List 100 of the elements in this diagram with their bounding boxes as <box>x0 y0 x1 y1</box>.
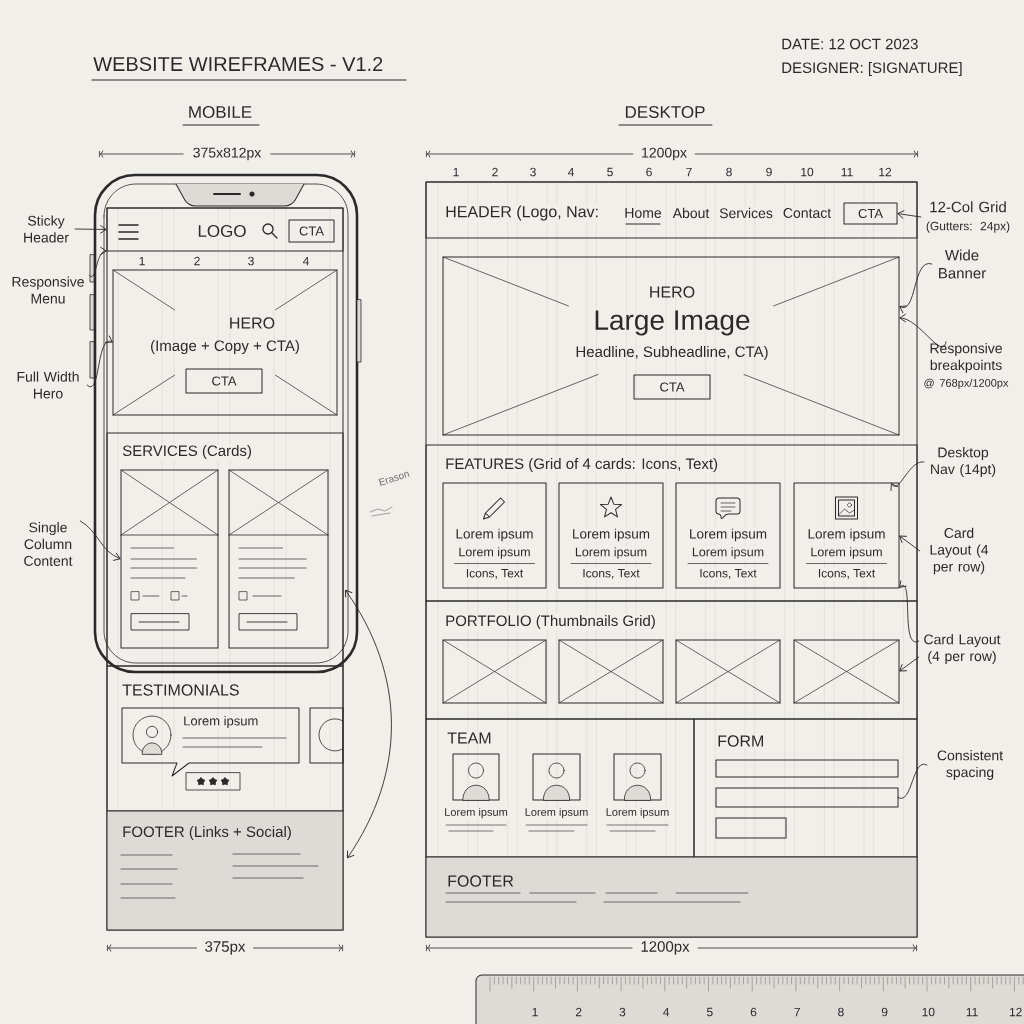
section-heading: SERVICES (Cards) <box>121 444 253 460</box>
column-number: 10 <box>801 167 814 177</box>
arrow <box>86 335 113 388</box>
card-caption: Icons, Text <box>581 568 641 580</box>
view-heading: DESKTOP <box>625 106 705 118</box>
hero-subheading: (Image + Copy + CTA) <box>151 340 299 354</box>
hero-banner <box>442 256 900 436</box>
column-number: 7 <box>686 167 692 177</box>
hero-heading: HERO <box>230 317 275 329</box>
date-text: DATE: 12 OCT 2023 <box>782 38 918 50</box>
leader-line <box>897 763 928 799</box>
arrow <box>899 263 933 314</box>
portfolio-section <box>425 600 918 720</box>
arrow <box>88 246 107 278</box>
node-label: Lorem ipsum <box>525 807 588 819</box>
column-number: 5 <box>607 167 613 177</box>
nav-link: Home <box>623 207 663 219</box>
service-card <box>228 469 329 649</box>
node-label: Lorem ipsum <box>445 807 508 819</box>
feature-card <box>793 482 900 589</box>
annotation-text: Wide Banner <box>939 249 986 279</box>
column-number: 2 <box>194 256 200 266</box>
arrow <box>897 210 922 219</box>
submit-button <box>715 817 787 839</box>
thumbnail-placeholder <box>442 639 547 704</box>
ruler-number: 8 <box>838 1007 844 1017</box>
header-bar <box>106 207 344 252</box>
arrow <box>890 461 925 492</box>
dimension-label: 375x812px <box>193 147 262 161</box>
input-field <box>715 787 899 808</box>
annotation-text: Full Width Hero <box>17 371 79 399</box>
ruler-number: 10 <box>922 1007 935 1017</box>
title: WEBSITE WIREFRAMES - V1.2 <box>93 56 383 72</box>
column-number: 6 <box>646 167 652 177</box>
column-number: 8 <box>726 167 732 177</box>
column-number: 1 <box>139 256 145 266</box>
team-member: Lorem ipsum <box>604 753 671 832</box>
arrow <box>899 579 920 643</box>
column-number: 2 <box>492 167 498 177</box>
column-number: 3 <box>530 167 536 177</box>
column-number: 12 <box>879 167 892 177</box>
annotation-text: Consistent spacing <box>937 750 1003 780</box>
services-section <box>106 432 344 667</box>
annotation-text: Responsive Menu <box>12 276 84 304</box>
footer-section: FOOTER (Links + Social) <box>106 810 344 931</box>
ruler-number: 7 <box>794 1007 800 1017</box>
annotation-text: Desktop Nav (14pt) <box>931 447 996 477</box>
ruler-number: 11 <box>966 1007 978 1017</box>
cta-button: CTA <box>633 374 711 400</box>
thumbnail-placeholder <box>793 639 900 704</box>
scribble-text: Erason <box>378 471 410 486</box>
ruler-number: 6 <box>750 1007 757 1017</box>
annotation-text: Single Column Content <box>24 522 73 566</box>
ruler-number: 3 <box>619 1007 626 1017</box>
annotation-text: Card Layout (4 per row) <box>924 634 1001 664</box>
arrow <box>79 520 121 561</box>
ruler-number: 4 <box>663 1007 670 1017</box>
column-number: 11 <box>841 167 853 177</box>
hero-subheading: Headline, Subheadline, CTA) <box>576 346 768 360</box>
arrow <box>899 656 920 672</box>
hero-banner <box>112 269 338 416</box>
card-subtitle: Lorem ipsum <box>573 546 649 560</box>
thumbnail-placeholder <box>675 639 781 704</box>
team-member: Lorem ipsum <box>523 753 590 832</box>
annotation-text: Responsive breakpoints @ 768px/1200px <box>924 343 1009 389</box>
column-number: 3 <box>248 256 254 266</box>
card-subtitle: Lorem ipsum <box>457 546 532 560</box>
arrow <box>74 224 107 234</box>
cta-button: CTA <box>185 368 263 394</box>
nav-link: Contact <box>781 207 833 219</box>
column-number: 4 <box>302 256 309 266</box>
ruler-number: 12 <box>1009 1007 1022 1017</box>
card-subtitle: Lorem ipsum <box>809 546 884 560</box>
card-caption: Icons, Text <box>816 568 877 580</box>
view-heading: MOBILE <box>189 106 252 118</box>
footer-section: FOOTER <box>425 856 918 938</box>
section-heading: FORM <box>716 734 766 748</box>
annotation-text: Sticky Header <box>24 215 69 243</box>
card-caption: Icons, Text <box>698 568 758 580</box>
hero-heading: HERO <box>650 286 695 298</box>
ruler-number: 5 <box>706 1007 713 1017</box>
dimension-label: 1200px <box>642 147 687 161</box>
ruler-number: 9 <box>881 1007 888 1017</box>
node-label: Lorem ipsum <box>606 807 669 819</box>
annotation-text: Card Layout (4 per row) <box>930 527 989 575</box>
header-bar <box>425 181 918 239</box>
annotation-text: 12-Col Grid (Gutters: 24px) <box>926 201 1010 233</box>
thumbnail-placeholder <box>558 639 664 704</box>
feature-card <box>442 482 547 589</box>
feature-card <box>675 482 781 589</box>
hero-title: Large Image <box>595 310 750 336</box>
ruler-number: 2 <box>575 1007 582 1017</box>
arrow <box>899 535 921 552</box>
column-number: 4 <box>567 167 574 177</box>
designer-text: DESIGNER: [SIGNATURE] <box>782 62 962 76</box>
section-heading: TESTIMONIALS <box>121 683 241 697</box>
team-member: Lorem ipsum <box>443 753 509 832</box>
section-heading: PORTFOLIO (Thumbnails Grid) <box>444 614 657 630</box>
input-field <box>715 759 899 778</box>
section-heading: FEATURES (Grid of 4 cards: Icons, Text) <box>444 457 720 473</box>
